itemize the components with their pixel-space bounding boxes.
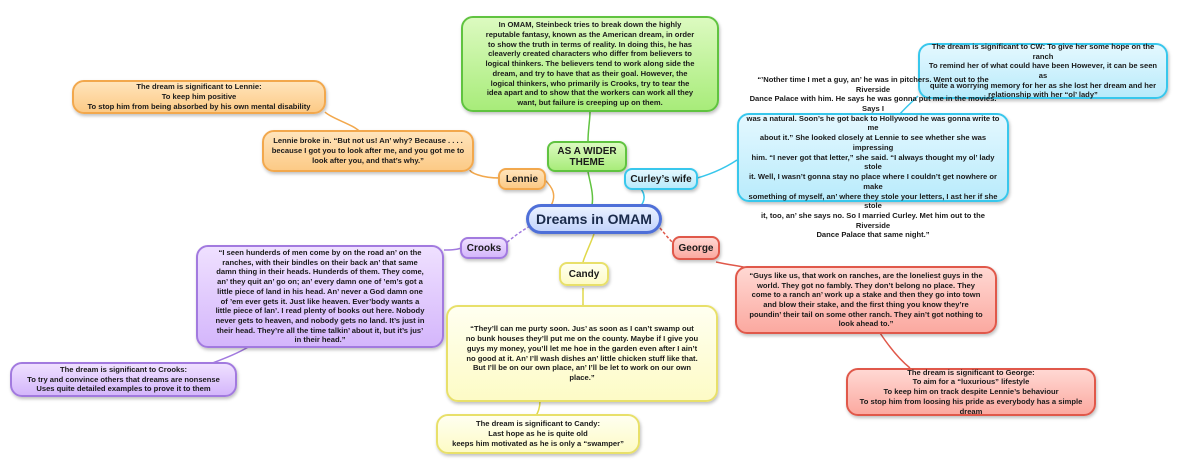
- curleys-wife-quote-box: “’Nother time I met a guy, an’ he was in…: [737, 75, 1009, 239]
- george-significance-text: The dream is significant to George: To a…: [859, 367, 1083, 416]
- topic-wider-theme[interactable]: AS A WIDER THEME: [547, 141, 627, 172]
- candy-significance-text: The dream is significant to Candy: Last …: [452, 419, 624, 448]
- line-theme-text: [587, 111, 591, 142]
- lennie-significance-box: The dream is significant to Lennie: To k…: [72, 80, 326, 114]
- wider-theme-text-box: In OMAM, Steinbeck tries to break down t…: [461, 16, 719, 112]
- topic-curleys-wife[interactable]: Curley’s wife: [624, 168, 698, 190]
- line-central-theme: [587, 171, 594, 206]
- topic-candy-label: Candy: [568, 268, 600, 280]
- line-george-significance: [879, 332, 911, 369]
- candy-significance-box: The dream is significant to Candy: Last …: [436, 414, 640, 454]
- line-central-candy: [582, 233, 595, 263]
- lennie-quote-text: Lennie broke in. “But not us! An’ why? B…: [271, 136, 465, 165]
- wider-theme-text: In OMAM, Steinbeck tries to break down t…: [485, 20, 695, 108]
- central-topic-label: Dreams in OMAM: [536, 211, 652, 227]
- candy-quote-box: “They’ll can me purty soon. Jus’ as soon…: [446, 305, 718, 402]
- lennie-significance-text: The dream is significant to Lennie: To k…: [87, 82, 311, 111]
- curleys-wife-quote-text: “’Nother time I met a guy, an’ he was in…: [746, 74, 1000, 240]
- candy-quote-text: “They’ll can me purty soon. Jus’ as soon…: [465, 324, 699, 382]
- lennie-quote-box: Lennie broke in. “But not us! An’ why? B…: [262, 130, 474, 172]
- topic-crooks[interactable]: Crooks: [460, 237, 508, 259]
- line-lennie-significance: [324, 111, 361, 133]
- crooks-significance-box: The dream is significant to Crooks: To t…: [10, 362, 237, 397]
- topic-wider-theme-label: AS A WIDER THEME: [557, 145, 617, 168]
- george-quote-box: “Guys like us, that work on ranches, are…: [735, 266, 997, 334]
- topic-curleys-wife-label: Curley’s wife: [630, 173, 692, 185]
- line-lennie-quote: [469, 169, 501, 179]
- topic-george-label: George: [678, 242, 714, 254]
- curleys-wife-significance-box: The dream is significant to CW: To give …: [918, 41, 1168, 100]
- line-central-crooks: [504, 225, 531, 245]
- curleys-wife-significance-text: The dream is significant to CW: To give …: [928, 41, 1158, 100]
- crooks-quote-box: “I seen hunderds of men come by on the r…: [196, 245, 444, 348]
- central-topic[interactable]: Dreams in OMAM: [526, 204, 662, 234]
- george-significance-box: The dream is significant to George: To a…: [846, 368, 1096, 416]
- topic-george[interactable]: George: [672, 236, 720, 260]
- topic-lennie-label: Lennie: [505, 173, 539, 185]
- topic-candy[interactable]: Candy: [559, 262, 609, 286]
- topic-crooks-label: Crooks: [466, 242, 502, 254]
- crooks-significance-text: The dream is significant to Crooks: To t…: [27, 364, 220, 394]
- crooks-quote-text: “I seen hunderds of men come by on the r…: [215, 247, 425, 345]
- george-quote-text: “Guys like us, that work on ranches, are…: [749, 270, 983, 329]
- topic-lennie[interactable]: Lennie: [498, 168, 546, 190]
